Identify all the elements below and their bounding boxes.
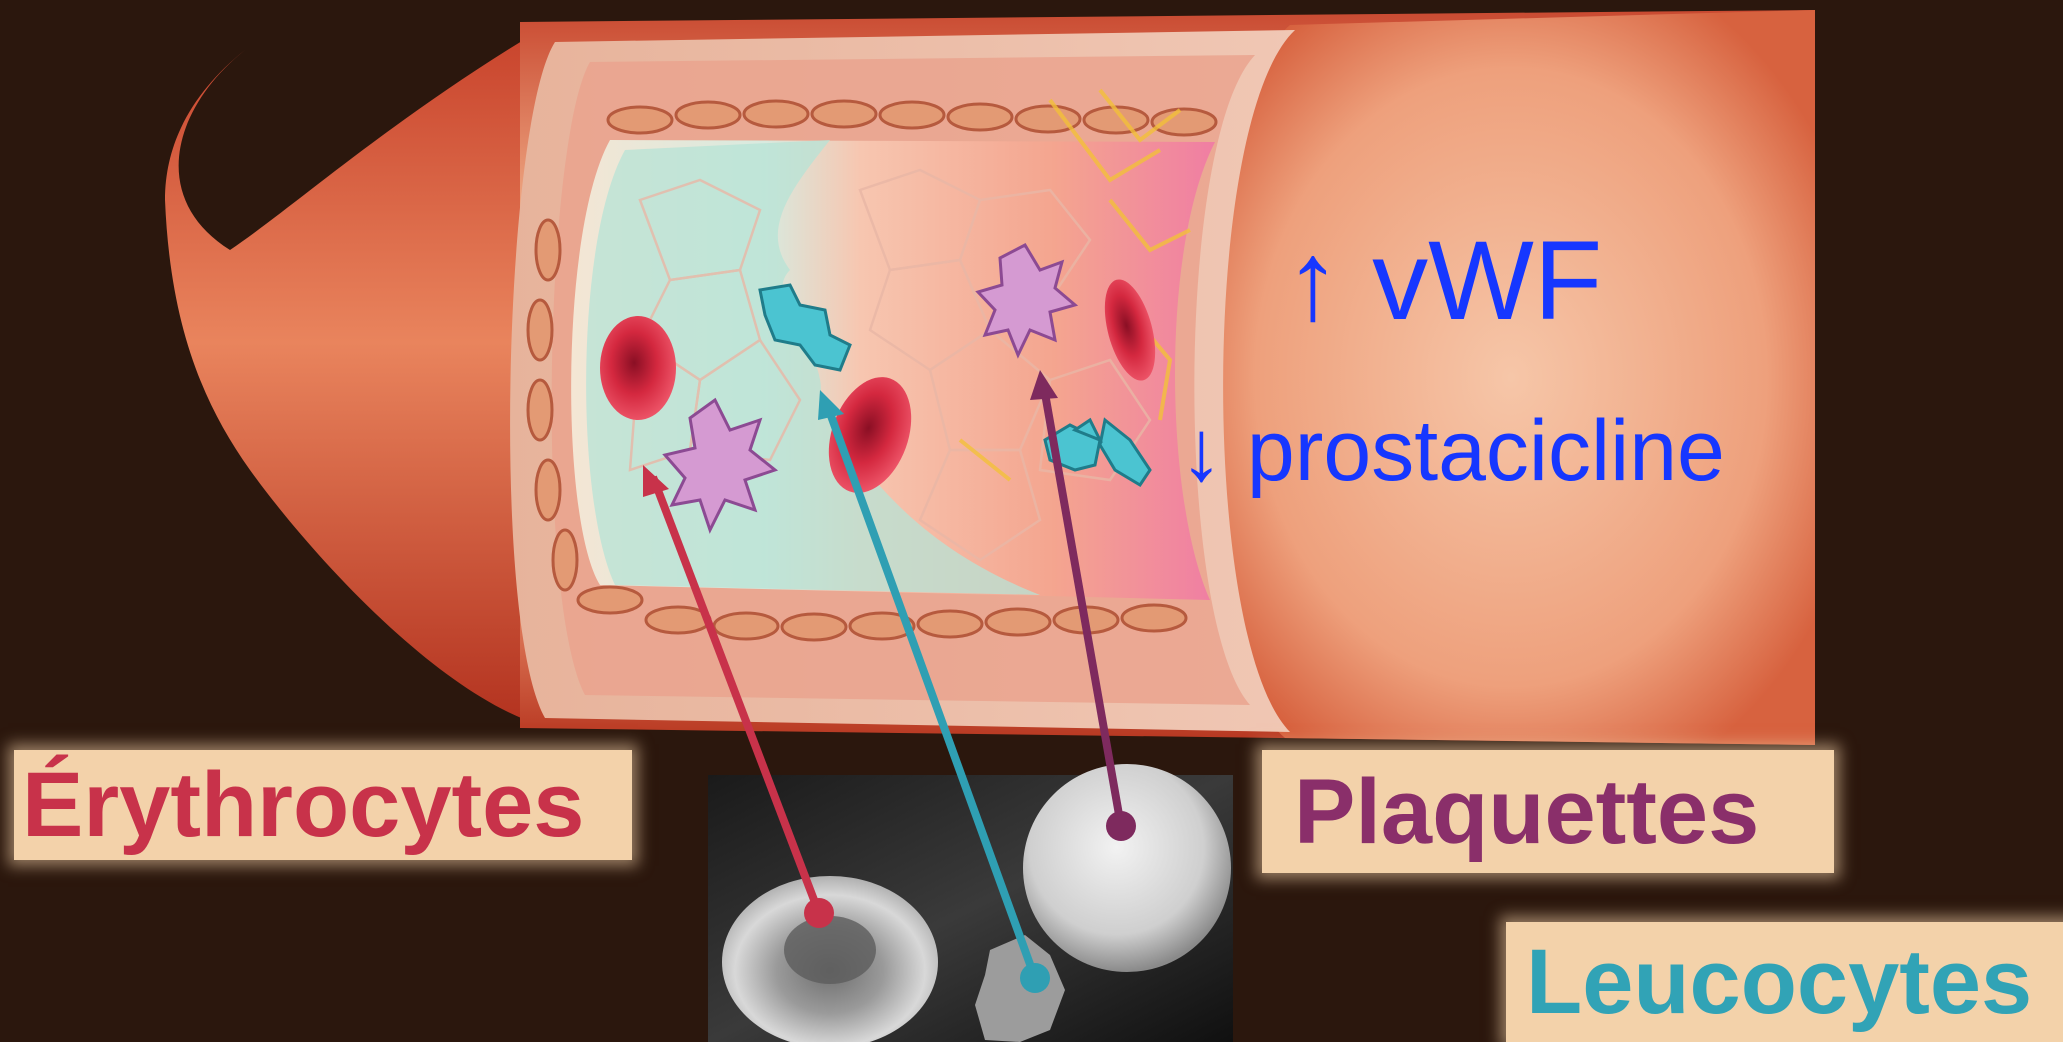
prostacycline-decrease-annotation: ↓ prostacicline: [1180, 408, 1725, 494]
vessel-flare: [165, 30, 540, 725]
sem-leucocyte: [1023, 764, 1231, 972]
vwf-increase-annotation: ↑ vWF: [1285, 225, 1602, 337]
vessel-end-cap: [1207, 10, 1815, 745]
plaquettes-label: Plaquettes: [1262, 750, 1834, 873]
erythrocytes-label: Érythrocytes: [14, 750, 632, 860]
leucocytes-label: Leucocytes: [1506, 922, 2063, 1042]
